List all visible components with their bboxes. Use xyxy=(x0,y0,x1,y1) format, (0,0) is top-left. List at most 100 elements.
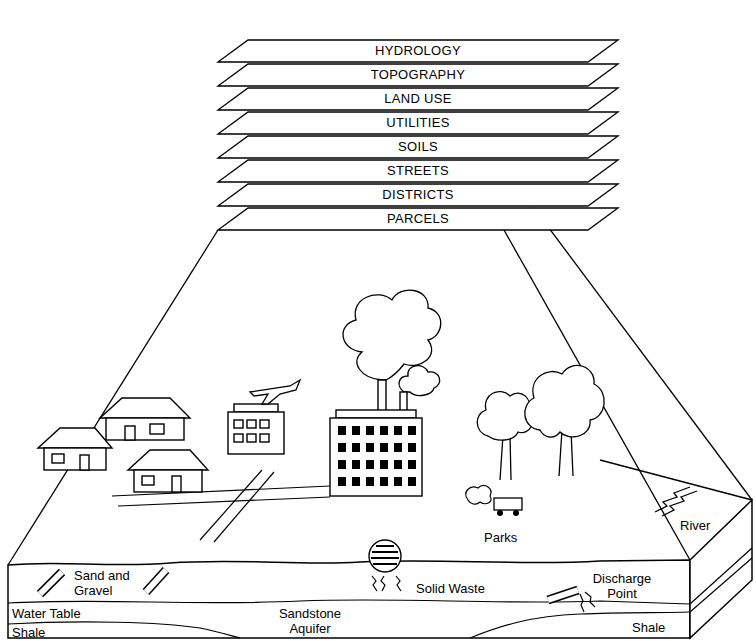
factory-window xyxy=(380,443,388,452)
office-window xyxy=(247,420,256,428)
plate-shape xyxy=(218,112,618,134)
layer-plate: HYDROLOGY xyxy=(218,40,618,62)
discharge-spray xyxy=(580,592,595,612)
office-window xyxy=(234,434,243,442)
layer-plate: DISTRICTS xyxy=(218,184,618,206)
house-door xyxy=(80,455,89,470)
layer-plate: PARCELS xyxy=(218,208,618,230)
house-window xyxy=(52,454,64,463)
house-roof xyxy=(100,398,190,418)
discharge-pipe xyxy=(548,590,578,600)
smoke-cloud xyxy=(399,366,440,396)
illustration-label: Discharge Point xyxy=(588,571,656,601)
street xyxy=(200,470,262,540)
factory-window xyxy=(408,443,416,452)
projection-line xyxy=(534,208,752,500)
shale-boundary xyxy=(470,612,690,638)
pipe xyxy=(146,570,166,592)
house-wall xyxy=(44,448,106,470)
factory-window xyxy=(408,426,416,435)
layer-name: UTILITIES xyxy=(218,112,618,134)
layer-plate: SOILS xyxy=(218,136,618,158)
factory-window xyxy=(408,460,416,469)
label-box: Sandstone Aquifer xyxy=(272,606,348,636)
illustration-label: Sand and Gravel xyxy=(74,568,136,598)
illustration-label: Sandstone Aquifer xyxy=(272,606,348,636)
office-roof xyxy=(234,404,278,412)
tree-canopy xyxy=(477,392,532,441)
factory-building xyxy=(330,418,422,496)
illustration-label: Parks xyxy=(484,530,517,545)
plate-shape xyxy=(218,64,618,86)
factory-window xyxy=(380,477,388,486)
layer-plate: STREETS xyxy=(218,160,618,182)
factory-window xyxy=(366,443,374,452)
pipe xyxy=(146,570,166,592)
plate-shape xyxy=(218,184,618,206)
strata-line xyxy=(690,558,752,612)
illustration-label: River xyxy=(680,518,710,533)
pipe xyxy=(40,572,62,594)
layer-name: DISTRICTS xyxy=(218,184,618,206)
office-building xyxy=(228,412,284,454)
factory-window xyxy=(394,443,402,452)
factory-window xyxy=(366,477,374,486)
office-window xyxy=(260,420,269,428)
layer-name: TOPOGRAPHY xyxy=(218,64,618,86)
factory-window xyxy=(408,477,416,486)
office-window xyxy=(247,434,256,442)
label-box: Discharge Point xyxy=(588,571,656,601)
strata-line xyxy=(690,548,752,604)
plate-shape xyxy=(218,88,618,110)
river-line xyxy=(662,491,697,516)
tree-canopy xyxy=(525,365,604,437)
house-door xyxy=(125,426,135,440)
park-vehicle xyxy=(494,498,522,510)
office-window xyxy=(234,420,243,428)
chimney xyxy=(378,380,386,412)
layer-name: HYDROLOGY xyxy=(218,40,618,62)
label-box: Solid Waste xyxy=(416,581,485,596)
layer-plate: UTILITIES xyxy=(218,112,618,134)
illustration-label: Water Table xyxy=(12,606,81,621)
factory-window xyxy=(352,443,360,452)
illustration-label: Solid Waste xyxy=(416,581,485,596)
factory-window xyxy=(366,460,374,469)
plate-shape xyxy=(218,160,618,182)
wheel xyxy=(513,510,519,516)
layer-name: STREETS xyxy=(218,160,618,182)
house-roof xyxy=(128,450,208,470)
block-front-face xyxy=(8,560,690,638)
factory-window xyxy=(352,477,360,486)
factory-window xyxy=(352,460,360,469)
projection-line xyxy=(8,230,218,565)
leachate-squiggle xyxy=(372,576,401,591)
label-box: Shale xyxy=(12,625,45,640)
plate-shape xyxy=(218,136,618,158)
office-window xyxy=(260,434,269,442)
house-window xyxy=(142,476,154,485)
layer-name: SOILS xyxy=(218,136,618,158)
house-window xyxy=(150,424,164,434)
wheel xyxy=(497,510,503,516)
house-door xyxy=(172,476,181,492)
house-wall xyxy=(134,470,202,492)
house-wall xyxy=(106,418,184,440)
plate-shape xyxy=(218,40,618,62)
water-table-line xyxy=(8,600,690,604)
plate-shape xyxy=(218,208,618,230)
shrub xyxy=(466,486,491,505)
label-box: Shale xyxy=(632,620,665,635)
factory-window xyxy=(380,460,388,469)
layer-plate: TOPOGRAPHY xyxy=(218,64,618,86)
layer-name: LAND USE xyxy=(218,88,618,110)
illustration-label: Shale xyxy=(632,620,665,635)
pipe xyxy=(40,572,62,594)
illustration-label: Shale xyxy=(12,625,45,640)
factory-window xyxy=(338,443,346,452)
chimney xyxy=(400,392,407,412)
label-box: River xyxy=(680,518,710,533)
smoke-cloud xyxy=(343,290,441,380)
